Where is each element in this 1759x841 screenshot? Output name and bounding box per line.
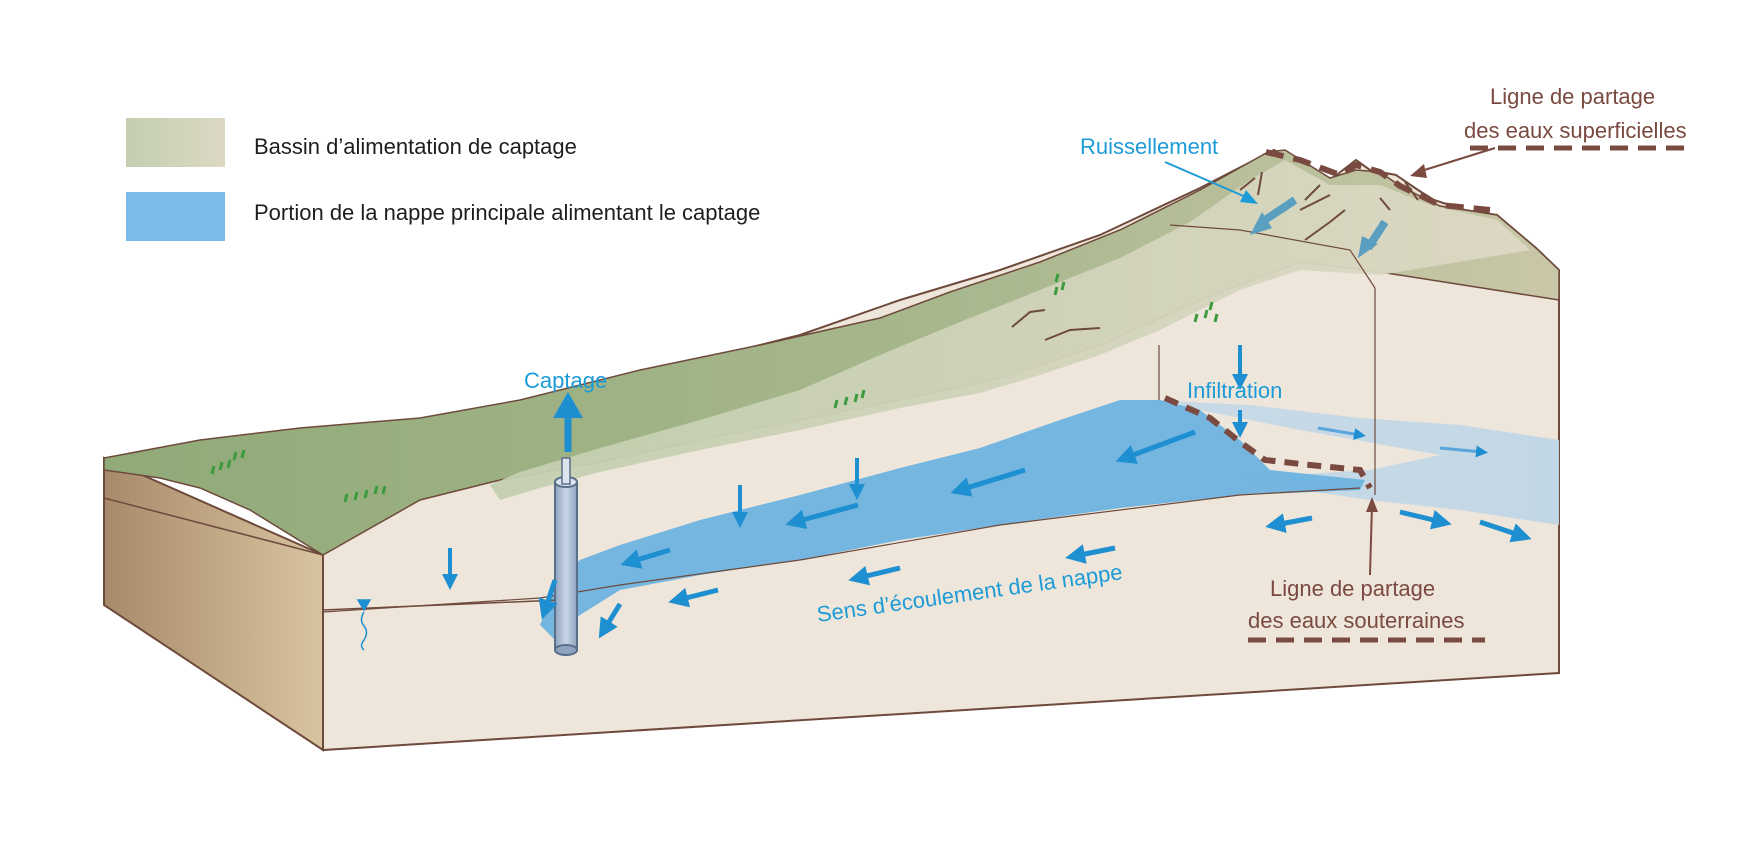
surface-divide-label-line2: des eaux superficielles [1464,118,1687,143]
surface-divide-pointer-head [1410,164,1427,178]
runoff-arrowhead-1 [1250,212,1272,235]
ruissellement-label: Ruissellement [1080,134,1219,159]
legend-catchment-swatch [126,118,225,167]
surface-divide-dashed [1265,149,1491,213]
surface-divide-label-line1: Ligne de partage [1490,84,1656,109]
legend-catchment-label: Bassin d’alimentation de captage [254,134,577,159]
captage-arrowhead [553,392,583,418]
ground-divide-pointer-head [1366,497,1378,512]
captage-label: Captage [524,368,608,393]
aquifer-portion [540,400,1365,640]
groundwater-outside [1150,400,1559,525]
legend-aquifer-swatch [126,192,225,241]
well [554,457,578,656]
ground-divide-label-line1: Ligne de partage [1270,576,1436,601]
infiltration-arrows [442,345,1248,590]
infiltration-label: Infiltration [1187,378,1283,403]
legend-aquifer-label: Portion de la nappe principale alimentan… [254,200,761,225]
block-back-edge [103,497,561,611]
terrain-hachures [1011,171,1419,341]
surface-divide-pointer [1417,147,1496,173]
vegetation-tufts [210,273,1219,503]
groundwater-divide-dashed [1163,395,1373,490]
ground-divide-pointer [1369,504,1373,576]
runoff-arrowhead-2 [1358,236,1378,258]
flow-arrows [538,429,1532,639]
ruissellement-pointer [1164,161,1249,199]
catchment-area [490,160,1530,500]
water-table-symbol [356,599,372,651]
outside-flow-arrows [1317,426,1488,458]
surface-contour [1169,224,1376,289]
ruissellement-pointer-head [1240,190,1258,204]
ground-divide-label-line2: des eaux souterraines [1248,608,1465,633]
